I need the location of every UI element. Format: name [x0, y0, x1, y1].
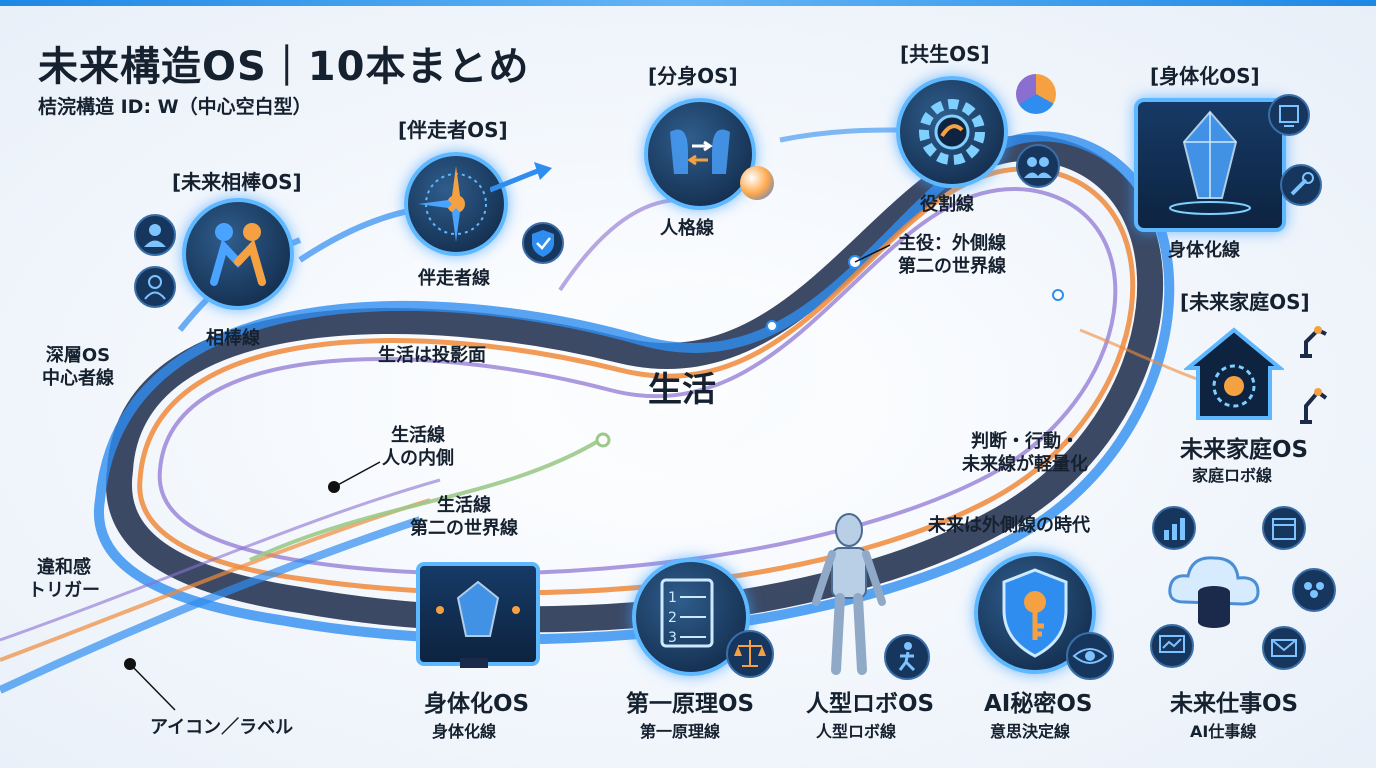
page-title: 未来構造OS｜10本まとめ: [38, 44, 530, 90]
house-icon: [1182, 326, 1286, 422]
green-line-dot: [595, 432, 611, 448]
monitor-chart-icon: [1150, 624, 1194, 668]
node-dot-1: [766, 320, 778, 332]
node-caption-mirai-aibou: 相棒線: [206, 328, 260, 349]
node-caption-shintaika-bottom: 身体化線: [432, 722, 497, 741]
humanoid-robot-icon: [812, 513, 886, 675]
monitor-stand: [460, 658, 488, 668]
top-accent-bar: [0, 0, 1376, 6]
node-caption-mirai-shigoto: AI仕事線: [1190, 722, 1257, 741]
node-name-mirai-shigoto: 未来仕事OS: [1170, 691, 1299, 717]
pointer-line-bottom: [129, 663, 176, 711]
robot-arm-small-icon: [1268, 94, 1310, 136]
orb-icon: [740, 166, 774, 200]
cloud-database-icon: [1168, 556, 1260, 628]
node-caption-bansousha: 伴走者線: [418, 268, 490, 289]
annotation-iwakan: 違和感 トリガー: [28, 557, 100, 602]
purple-loop: [157, 186, 1118, 576]
node-name-mirai-katei: 未来家庭OS: [1180, 437, 1309, 463]
robot-arm-icon: [1300, 326, 1327, 358]
user-icon: [134, 214, 176, 256]
stream-to-kyousei: [779, 127, 901, 143]
annotation-mirai-sotogawa: 未来は外側線の時代: [928, 515, 1090, 536]
pointer-line-left: [333, 461, 381, 488]
svg-text:2: 2: [668, 610, 677, 626]
node-caption-mirai-katei: 家庭ロボ線: [1192, 466, 1273, 485]
node-name-ai-himitsu: AI秘密OS: [984, 691, 1093, 717]
shield-check-icon: [522, 222, 564, 264]
annotation-seikatsu-uchigawa: 生活線 人の内側: [382, 425, 454, 470]
annotation-shinsou: 深層OS 中心者線: [42, 345, 114, 390]
node-label-mirai-katei: [未来家庭OS]: [1180, 290, 1310, 314]
annotation-handan: 判断・行動・ 未来線が軽量化: [962, 431, 1088, 476]
pie-icon: [1016, 74, 1056, 114]
node-dot-2: [1052, 289, 1064, 301]
handshake-icon: [182, 198, 294, 310]
page-subtitle: 桔浣構造 ID: W（中心空白型）: [38, 96, 312, 118]
node-caption-kyousei: 役割線: [920, 194, 974, 215]
entry-stream-blue: [0, 516, 422, 694]
node-label-bansousha: [伴走者OS]: [398, 118, 508, 142]
eye-icon: [1066, 632, 1114, 680]
center-label: 生活: [648, 370, 716, 410]
node-caption-jinkei-robo: 人型ロボ線: [816, 722, 897, 741]
mail-icon: [1262, 626, 1306, 670]
calendar-icon: [1262, 506, 1306, 550]
chart-icon: [1152, 506, 1196, 550]
node-caption-ai-himitsu: 意思決定線: [990, 722, 1071, 741]
walking-icon: [884, 634, 930, 680]
node-name-shintaika-bottom: 身体化OS: [424, 691, 530, 717]
node-name-daiichi-genri: 第一原理OS: [626, 691, 755, 717]
node-label-bunshin: [分身OS]: [648, 64, 738, 88]
node-name-jinkei-robo: 人型ロボOS: [806, 691, 935, 717]
monitor-crystal-icon: [416, 562, 540, 666]
arrow-right-icon: [490, 162, 552, 193]
annotation-seikatsu-daini: 生活線 第二の世界線: [410, 495, 518, 540]
wrench-icon: [1280, 164, 1322, 206]
scale-icon: [726, 630, 774, 678]
annotation-shuyaku: 主役：外側線 第二の世界線: [898, 233, 1006, 278]
team-icon: [1292, 568, 1336, 612]
heads-exchange-icon: [644, 98, 756, 210]
svg-text:1: 1: [668, 590, 677, 606]
navy-loop: [105, 134, 1164, 633]
compass-icon: [404, 152, 508, 256]
node-label-mirai-aibou: [未来相棒OS]: [172, 170, 302, 194]
stream-to-katei: [1079, 328, 1201, 382]
user-outline-icon: [134, 266, 176, 308]
pointer-line-right: [854, 244, 891, 263]
orange-loop: [137, 166, 1136, 596]
node-caption-bunshin: 人格線: [660, 218, 714, 239]
annotation-icon-label: アイコン／ラベル: [150, 717, 294, 738]
entry-stream-purple: [0, 478, 441, 642]
svg-text:3: 3: [668, 630, 677, 646]
node-label-kyousei: [共生OS]: [900, 42, 990, 66]
node-label-shintaika-top: [身体化OS]: [1150, 64, 1260, 88]
annotation-seikatsu-tooei: 生活は投影面: [378, 345, 486, 366]
group-icon: [1016, 144, 1060, 188]
green-life-line: [249, 438, 602, 562]
crystal-monitor-icon: [1134, 98, 1286, 232]
stream-to-bunshin: [558, 198, 681, 292]
node-caption-daiichi-genri: 第一原理線: [640, 722, 721, 741]
node-caption-shintaika-top: 身体化線: [1168, 240, 1240, 261]
robot-arm-icon-2: [1300, 388, 1328, 424]
gear-icon: [896, 76, 1008, 188]
